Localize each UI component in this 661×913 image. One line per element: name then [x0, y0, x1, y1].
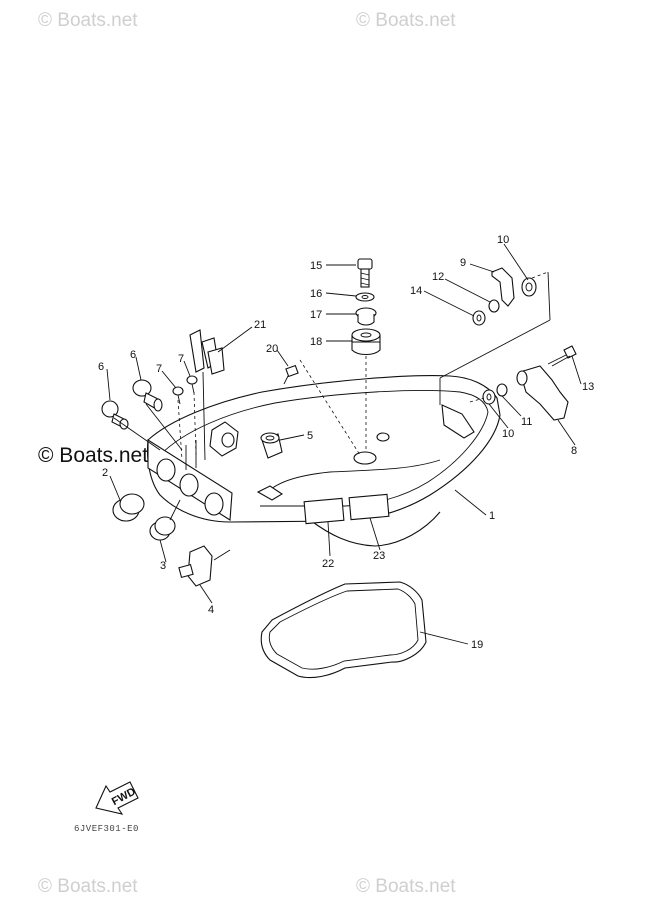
callout-17: 17	[310, 309, 322, 321]
callout-20: 20	[266, 343, 278, 355]
callout-7-left: 7	[156, 363, 162, 375]
callout-2: 2	[102, 467, 108, 479]
callout-8: 8	[571, 445, 577, 457]
callout-6-left: 6	[98, 361, 104, 373]
callout-18: 18	[310, 336, 322, 348]
bolt-13	[547, 345, 577, 367]
watermark-top-right: © Boats.net	[356, 10, 456, 31]
screw-20	[283, 364, 299, 385]
nut-10-lower	[482, 389, 496, 405]
callout-9: 9	[460, 257, 466, 269]
callout-7-right: 7	[178, 353, 184, 365]
callout-5: 5	[307, 430, 313, 442]
watermark-middle-left: © Boats.net	[38, 444, 149, 467]
fwd-arrow-icon	[95, 781, 139, 815]
callout-21: 21	[254, 319, 266, 331]
callout-23: 23	[373, 550, 385, 562]
callout-11: 11	[521, 416, 532, 428]
callout-4: 4	[208, 604, 214, 616]
callout-15: 15	[310, 260, 322, 272]
watermark-bottom-right: © Boats.net	[356, 876, 456, 897]
diagram-code: 6JVEF301-E0	[74, 824, 139, 834]
watermark-bottom-left: © Boats.net	[38, 876, 138, 897]
callout-16: 16	[310, 288, 322, 300]
watermark-top-left: © Boats.net	[38, 10, 138, 31]
bolt-15	[357, 258, 373, 288]
callout-14: 14	[410, 285, 422, 297]
nut-14	[472, 310, 486, 326]
clip-5	[260, 432, 283, 459]
connector-4	[178, 545, 213, 587]
bottom-cowling	[146, 375, 501, 547]
callout-10-top: 10	[497, 234, 509, 246]
washer-11	[496, 383, 508, 397]
grommet-18	[351, 328, 381, 356]
callout-12: 12	[432, 271, 444, 283]
bracket-9	[491, 267, 515, 307]
callout-10-lower: 10	[502, 428, 514, 440]
callout-3: 3	[160, 560, 166, 572]
bracket-8	[516, 365, 569, 421]
washer-16	[355, 292, 375, 302]
callout-22: 22	[322, 558, 334, 570]
pin-7	[172, 375, 198, 405]
gasket	[260, 581, 427, 679]
washer-12	[488, 299, 500, 313]
plug-3	[149, 516, 176, 541]
callout-13: 13	[582, 381, 594, 393]
collar-17	[355, 307, 377, 326]
callout-19: 19	[471, 639, 483, 651]
callout-1: 1	[489, 510, 495, 522]
plug-2	[112, 493, 145, 522]
nut-10-top	[521, 277, 537, 297]
callout-6-right: 6	[130, 349, 136, 361]
leader-lines	[106, 243, 582, 645]
grommet-6-a	[132, 379, 163, 412]
bracket-21	[189, 329, 225, 375]
